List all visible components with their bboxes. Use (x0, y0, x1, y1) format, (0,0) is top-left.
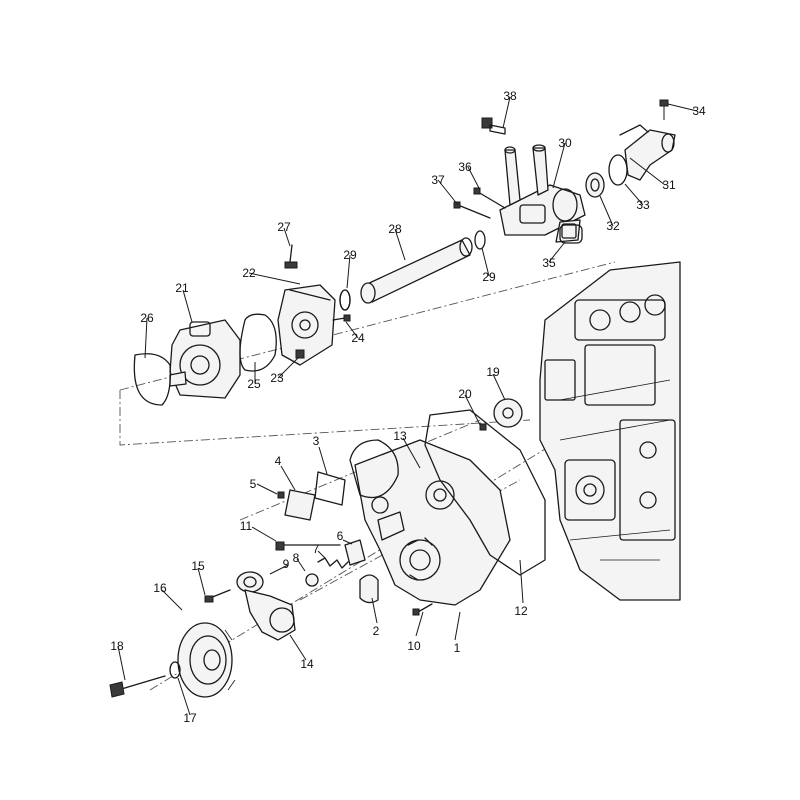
callout-11: 11 (240, 519, 253, 533)
belt-tensioner-9 (236, 571, 264, 593)
callout-36: 36 (458, 160, 472, 174)
callout-13: 13 (393, 429, 407, 443)
callout-28: 28 (388, 222, 402, 236)
water-pump-21 (169, 319, 241, 399)
callout-27: 27 (277, 220, 291, 234)
callout-20: 20 (458, 387, 472, 401)
callout-21: 21 (175, 281, 189, 295)
callout-31: 31 (662, 178, 676, 192)
cover-plate-4 (284, 489, 316, 521)
plug-23 (295, 349, 305, 359)
gasket-35 (559, 224, 583, 244)
callout-35: 35 (542, 256, 556, 270)
bolt-20 (479, 423, 487, 431)
callout-18: 18 (110, 639, 124, 653)
callout-3: 3 (313, 434, 320, 448)
seal-ring-29-lower (339, 289, 351, 311)
sprocket-19 (493, 398, 523, 428)
timing-cover-1 (354, 439, 511, 606)
tensioner-arm-14 (244, 589, 296, 641)
bolt-5 (277, 491, 285, 499)
callout-4: 4 (275, 454, 282, 468)
bolt-10 (412, 603, 433, 616)
bolt-11 (275, 541, 341, 551)
callout-30: 30 (558, 136, 572, 150)
bolt-34 (659, 99, 669, 120)
callout-7: 7 (313, 542, 320, 556)
bolt-24 (332, 314, 351, 322)
tensioner-plunger-6 (344, 539, 366, 566)
callout-26: 26 (140, 311, 154, 325)
callout-24: 24 (351, 331, 365, 345)
water-outlet-31 (619, 124, 676, 181)
callout-14: 14 (300, 657, 314, 671)
callout-19: 19 (486, 365, 500, 379)
callout-29-right: 29 (482, 270, 496, 284)
coolant-pipe-28 (339, 230, 486, 311)
gasket-12 (424, 409, 546, 576)
callout-8: 8 (293, 551, 300, 565)
callout-29-left: 29 (343, 248, 357, 262)
callout-25: 25 (247, 377, 261, 391)
callout-10: 10 (407, 639, 421, 653)
callout-33: 33 (636, 198, 650, 212)
gasket-13 (349, 439, 399, 499)
spring-7 (317, 557, 349, 569)
thermostat-housing-30 (499, 144, 586, 243)
callout-1: 1 (454, 641, 461, 655)
cover-plate-3 (314, 471, 346, 506)
callout-38: 38 (503, 89, 517, 103)
callout-5: 5 (250, 477, 257, 491)
crankshaft-sprocket-2 (359, 574, 379, 604)
callout-15: 15 (191, 559, 205, 573)
seal-ring-33 (608, 154, 628, 186)
callout-2: 2 (373, 624, 380, 638)
callout-22: 22 (242, 266, 256, 280)
crankshaft-pulley-16 (177, 622, 236, 698)
bolt-27 (284, 244, 298, 269)
crankshaft-bolt-18 (109, 675, 166, 698)
callout-6: 6 (337, 529, 344, 543)
callout-32: 32 (606, 219, 620, 233)
seal-8 (305, 573, 319, 587)
washer-17 (169, 661, 181, 679)
thermostat-32 (585, 172, 605, 198)
callout-9: 9 (283, 557, 290, 571)
gasket-26 (133, 353, 171, 406)
callout-37: 37 (431, 173, 445, 187)
pump-housing-22 (277, 284, 336, 366)
bolt-36 (473, 187, 506, 209)
callout-16: 16 (153, 581, 167, 595)
temperature-sensor-38 (481, 117, 506, 135)
callout-labels: 1 2 3 4 5 6 7 8 9 10 11 12 13 14 15 16 1… (110, 89, 706, 725)
leader-lines (117, 96, 698, 716)
callout-34: 34 (692, 104, 706, 118)
gasket-25 (239, 313, 277, 372)
bolt-37 (453, 201, 491, 219)
bolt-15 (204, 589, 231, 603)
callout-12: 12 (514, 604, 528, 618)
callout-23: 23 (270, 371, 284, 385)
engine-block (539, 261, 681, 601)
callout-17: 17 (183, 711, 197, 725)
